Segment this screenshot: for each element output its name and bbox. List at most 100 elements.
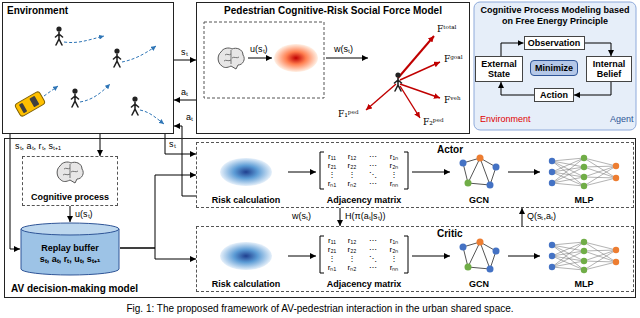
module-block: Risk calculation xyxy=(204,155,288,206)
matrix-cell: r₁₂ xyxy=(348,236,356,245)
matrix-cell: ⋮ xyxy=(348,170,356,179)
connector xyxy=(174,126,196,196)
edge-label: Q(sₜ,aₜ) xyxy=(526,211,557,222)
force-label: F₁ᵖᵉᵈ xyxy=(338,109,359,120)
matrix-cell: ⋱ xyxy=(369,254,377,263)
matrix-cell: ⋮ xyxy=(328,254,336,263)
node-text: AV decision-making model xyxy=(11,283,138,295)
network-panel: CriticRisk calculationAdjacency matrixGC… xyxy=(196,226,634,292)
matrix-cell: rₙ₂ xyxy=(348,179,357,188)
matrix-cell: r₂₂ xyxy=(348,161,357,170)
module-block: MLP xyxy=(540,239,628,290)
matrix-cell: ⋯ xyxy=(369,179,377,188)
node-text: MLP xyxy=(575,195,594,206)
node-text: Action xyxy=(540,90,568,100)
connector xyxy=(70,206,71,222)
connector xyxy=(412,172,450,173)
math-label: u(sₜ) xyxy=(250,44,268,55)
math-label: w(sₜ) xyxy=(334,44,353,55)
node-text: MLP xyxy=(575,279,594,290)
connector xyxy=(10,134,20,249)
figure-caption: Fig. 1: The proposed framework of AV-ped… xyxy=(0,303,640,315)
node-text: Risk calculation xyxy=(212,195,281,206)
connector xyxy=(574,82,611,95)
edge-label: aₜ xyxy=(180,87,189,98)
matrix-cell: r₂ₙ xyxy=(390,245,399,254)
matrix-cell: r₂₁ xyxy=(328,161,336,170)
matrix-cell: ⋯ xyxy=(369,245,377,254)
node-text: GCN xyxy=(469,279,489,290)
math-label: w(sₜ) xyxy=(292,211,311,222)
cylinder-top xyxy=(21,223,119,235)
node-text: sₜ, aₜ, rₜ, uₜ, sₜ₊₁ xyxy=(40,254,101,265)
matrix-cell: rₙ₂ xyxy=(348,263,357,272)
node-text: External State xyxy=(477,59,521,79)
module-block: MLP xyxy=(540,155,628,206)
connector xyxy=(412,256,450,257)
node-text: Adjacency matrix xyxy=(327,195,402,206)
matrix-cell: r₂₁ xyxy=(328,245,336,254)
environment-scene xyxy=(14,26,164,124)
matrix-cell: ⋯ xyxy=(369,161,377,170)
model-panel: AV decision-making model Cognitive proces… xyxy=(4,138,636,298)
connector xyxy=(501,43,524,56)
minimize-box: Minimize xyxy=(530,60,578,76)
edge-label: sₜ xyxy=(180,47,189,58)
matrix-cell: ⋮ xyxy=(390,170,398,179)
connector xyxy=(288,256,316,257)
edge-label: sₜ, aₜ, rₜ, sₜ₊₁ xyxy=(14,141,62,152)
connector xyxy=(174,100,196,101)
matrix-cell: rₙₙ xyxy=(390,263,399,272)
network-icons xyxy=(220,152,619,189)
module-block: GCN xyxy=(450,239,508,290)
matrix-cell: ⋯ xyxy=(369,152,377,161)
network-panel: ActorRisk calculation Adjacency matrix GCN… xyxy=(196,142,634,208)
matrix-cell: r₂₂ xyxy=(348,245,357,254)
connector xyxy=(120,248,196,259)
matrix-cell: rₙ₁ xyxy=(328,263,336,272)
process-box: Internal Belief xyxy=(586,56,632,82)
connector xyxy=(340,208,341,226)
connector xyxy=(522,208,523,226)
node-text: Risk calculation xyxy=(212,279,281,290)
module-block: GCN xyxy=(450,155,508,206)
node-text: Internal Belief xyxy=(588,59,630,79)
node-text: Minimize xyxy=(535,63,573,73)
edge-label: H(π(aₜ|sₜ)) xyxy=(344,211,387,222)
node-text: Pedestrian Cognitive-Risk Social Force M… xyxy=(224,5,442,17)
matrix-cell: ⋮ xyxy=(348,254,356,263)
connector xyxy=(174,60,196,61)
connector xyxy=(288,172,316,173)
side-label: Environment xyxy=(480,114,531,125)
matrix-cell: r₁₂ xyxy=(348,152,356,161)
node-text: Cognitive process xyxy=(31,192,109,203)
matrix-block: Adjacency matrix xyxy=(316,150,412,206)
model-panel: Pedestrian Cognitive-Risk Social Force M… xyxy=(196,2,470,134)
pedestrian-model-scene xyxy=(204,22,440,118)
connector xyxy=(585,43,612,56)
process-box: Action xyxy=(534,88,574,102)
matrix-cell: ⋯ xyxy=(369,236,377,245)
matrix-cell: r₁₁ xyxy=(328,152,336,161)
replay-cylinder: Replay buffersₜ, aₜ, rₜ, uₜ, sₜ₊₁ xyxy=(20,222,120,276)
force-label: Fᵍᵒᵃˡ xyxy=(444,54,463,65)
connector xyxy=(501,82,534,95)
connector xyxy=(165,134,196,154)
edge-label: sₜ xyxy=(168,139,177,150)
process-box: External State xyxy=(475,56,523,82)
matrix-cell: r₁ₙ xyxy=(390,236,398,245)
node-text: Actor xyxy=(437,144,463,155)
matrix-block: Adjacency matrix xyxy=(316,234,412,290)
process-box: Observation xyxy=(524,36,585,50)
cylinder-body xyxy=(21,229,119,275)
node-text: Environment xyxy=(7,5,68,17)
matrix-cell: rₙₙ xyxy=(390,179,399,188)
connector xyxy=(120,175,196,248)
matrix-cell: r₂ₙ xyxy=(390,161,399,170)
fep-panel: Cognitive Process Modeling based on Free… xyxy=(472,2,638,130)
node-text: Observation xyxy=(528,38,581,48)
matrix-cell: ⋮ xyxy=(390,254,398,263)
connector xyxy=(508,256,540,257)
force-label: Fᵛᵉʰ xyxy=(444,95,461,106)
module-block: Risk calculation xyxy=(204,239,288,290)
